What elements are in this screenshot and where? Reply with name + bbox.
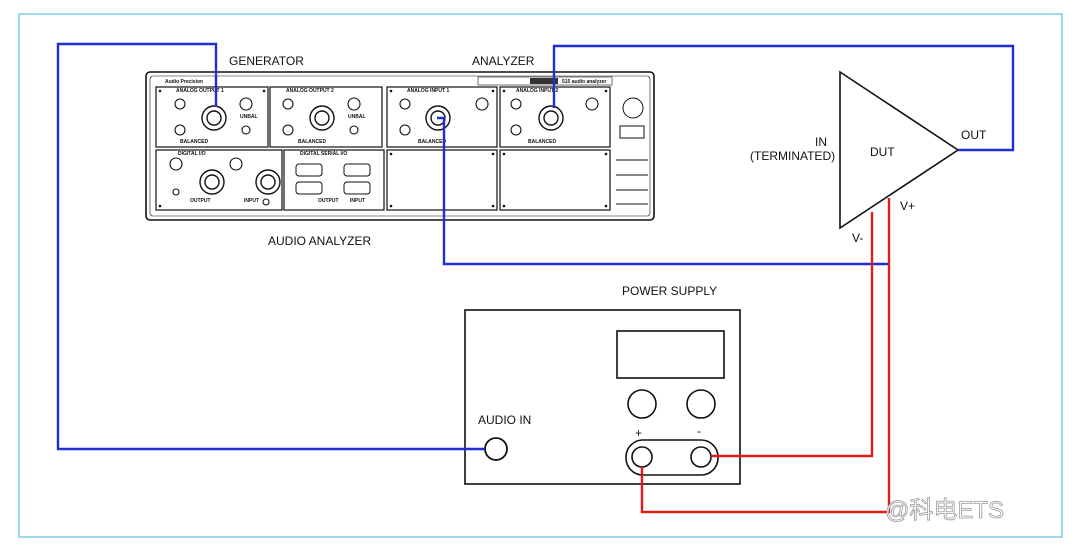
svg-text:UNBAL: UNBAL	[348, 114, 366, 120]
svg-text:BALANCED: BALANCED	[418, 139, 446, 145]
svg-text:INPUT: INPUT	[244, 198, 259, 204]
terminated-label: (TERMINATED)	[750, 149, 835, 163]
audio-in-jack[interactable]	[484, 437, 508, 461]
power-supply	[464, 309, 741, 485]
svg-text:OUTPUT: OUTPUT	[190, 198, 211, 204]
power-supply-label: POWER SUPPLY	[622, 284, 717, 298]
svg-text:OUTPUT: OUTPUT	[318, 198, 339, 204]
in-label: IN	[815, 135, 827, 149]
plus-sign: +	[635, 426, 642, 440]
v-minus-wire	[711, 212, 874, 458]
model-badge	[477, 76, 613, 86]
analyzer-bezel	[616, 97, 648, 205]
svg-text:UNBAL: UNBAL	[240, 114, 258, 120]
audio-in-label: AUDIO IN	[478, 413, 531, 427]
watermark: @科电ETS	[885, 497, 1004, 524]
out-label: OUT	[961, 128, 987, 142]
analyzer-label: ANALYZER	[472, 54, 535, 68]
audio-wires	[56, 42, 1015, 451]
dut-block	[839, 70, 960, 230]
svg-text:BALANCED: BALANCED	[180, 139, 208, 145]
power-knob-left[interactable]	[627, 389, 657, 419]
audio-analyzer-label: AUDIO ANALYZER	[268, 234, 371, 248]
panel-empty-left	[386, 149, 498, 211]
dut-label: DUT	[870, 145, 895, 159]
panel-empty-right	[499, 149, 611, 211]
analyzer-input-to-dut-wire	[437, 116, 889, 266]
svg-text:BALANCED: BALANCED	[528, 139, 556, 145]
outer-frame	[18, 13, 1063, 538]
power-wires	[640, 198, 891, 514]
minus-sign: -	[697, 424, 701, 438]
v-plus-wire	[640, 198, 891, 514]
svg-text:DIGITAL I/O: DIGITAL I/O	[178, 151, 206, 157]
dsub-connector	[295, 163, 371, 195]
svg-text:ANALOG INPUT 1: ANALOG INPUT 1	[407, 88, 449, 94]
positive-terminal[interactable]	[631, 446, 653, 468]
v-minus-label: V-	[852, 231, 863, 245]
svg-text:ANALOG OUTPUT 2: ANALOG OUTPUT 2	[286, 88, 334, 94]
v-plus-label: V+	[900, 199, 915, 213]
negative-terminal[interactable]	[690, 446, 712, 468]
svg-text:ANALOG INPUT 2: ANALOG INPUT 2	[516, 88, 558, 94]
power-supply-display	[616, 330, 725, 379]
generator-label: GENERATOR	[229, 54, 304, 68]
svg-text:ANALOG OUTPUT 1: ANALOG OUTPUT 1	[176, 88, 224, 94]
svg-text:INPUT: INPUT	[350, 198, 365, 204]
generator-to-audio-in-wire	[56, 42, 485, 451]
audio-analyzer: Audio Precision 515 audio analyzer ANALO…	[145, 71, 655, 221]
svg-text:BALANCED: BALANCED	[298, 139, 326, 145]
dut-out-to-analyzer-wire	[552, 44, 1015, 152]
analyzer-model: 515 audio analyzer	[562, 79, 607, 85]
svg-text:DIGITAL SERIAL I/O: DIGITAL SERIAL I/O	[300, 151, 347, 157]
power-knob-right[interactable]	[686, 389, 716, 419]
panel-digital-serial-io	[283, 149, 385, 211]
analyzer-brand: Audio Precision	[165, 79, 203, 85]
jack-connector	[169, 97, 599, 206]
